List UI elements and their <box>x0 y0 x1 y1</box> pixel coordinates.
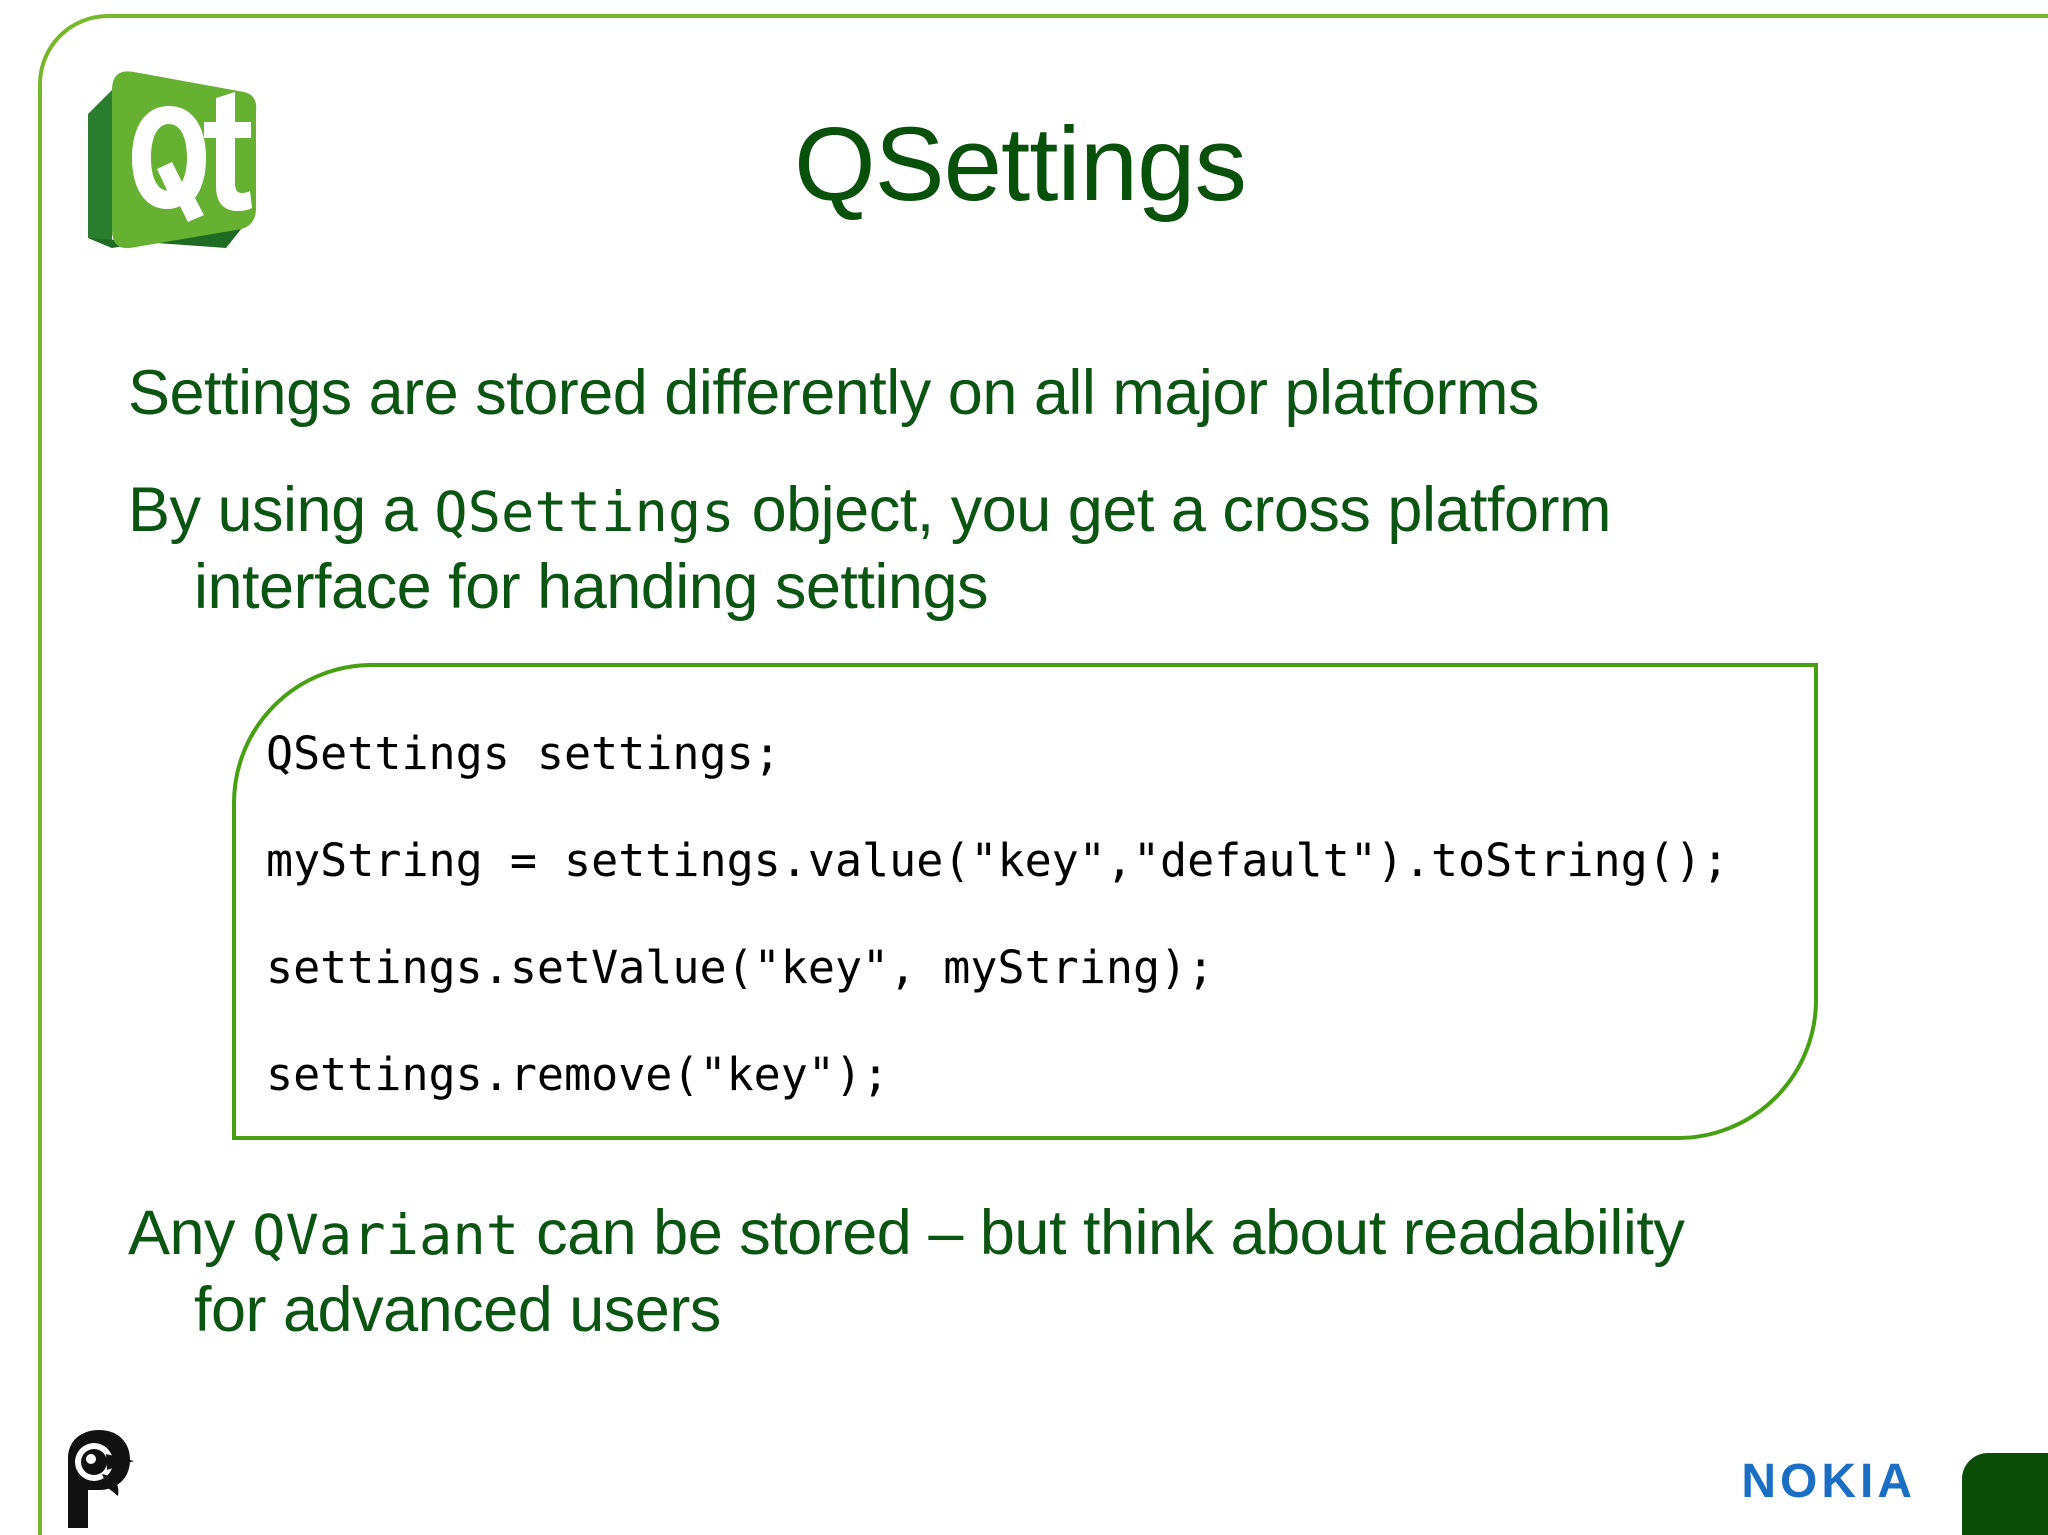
bullet-text: can be stored – but think about readabil… <box>519 1198 1685 1268</box>
nokia-wordmark: NOKIA <box>1741 1455 1916 1508</box>
bullet-item-3: Any QVariant can be stored – but think a… <box>128 1195 2028 1349</box>
bullet-line: By using a QSettings object, you get a c… <box>128 472 2008 549</box>
code-line: myString = settings.value("key","default… <box>266 834 1729 887</box>
bullet-text: for advanced users <box>194 1274 721 1345</box>
page-title: QSettings <box>793 106 1247 223</box>
bird-logo-icon <box>58 1428 144 1528</box>
bullet-line: for advanced users <box>128 1272 2028 1349</box>
code-line: settings.remove("key"); <box>266 1048 890 1101</box>
code-block-text: QSettings settings; myString = settings.v… <box>266 700 1826 1128</box>
bullet-item-2: By using a QSettings object, you get a c… <box>128 472 2008 626</box>
bullet-line: interface for handing settings <box>128 549 2008 626</box>
inline-code: QVariant <box>252 1204 520 1268</box>
code-block-border <box>232 663 1818 1140</box>
qt-logo-icon <box>76 62 266 262</box>
bullet-text: Settings are stored differently on all m… <box>128 358 1540 428</box>
bullet-text: object, you get a cross platform <box>734 475 1612 545</box>
bullet-text: interface for handing settings <box>194 551 989 622</box>
bullet-line: Settings are stored differently on all m… <box>128 355 1988 432</box>
code-line: settings.setValue("key", myString); <box>266 941 1215 994</box>
bullet-text: By using a <box>128 475 435 545</box>
code-line: QSettings settings; <box>266 727 781 780</box>
inline-code: QSettings <box>434 481 735 545</box>
bullet-text: Any <box>128 1198 253 1268</box>
bullet-line: Any QVariant can be stored – but think a… <box>128 1195 2028 1272</box>
corner-accent-block <box>1962 1453 2048 1535</box>
bullet-item-1: Settings are stored differently on all m… <box>128 355 1988 432</box>
